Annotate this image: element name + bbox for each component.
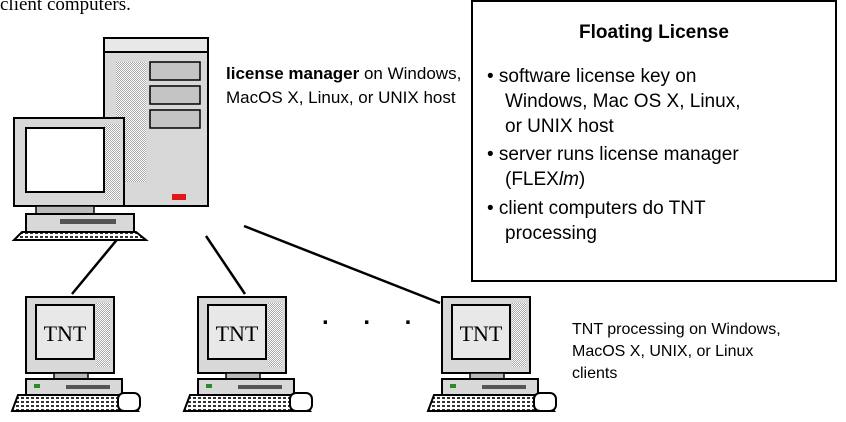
client-screen-label-2: TNT [216, 321, 259, 346]
server-caption-bold: license manager [226, 64, 360, 83]
license-bullet-1-line: • software license key on [487, 66, 697, 87]
connector-line-client-2 [204, 235, 247, 295]
connector-line-client-1 [71, 235, 121, 295]
client-screen-label-1: TNT [44, 321, 87, 346]
server-led [172, 194, 186, 200]
client-computer-icon-2 [183, 296, 313, 412]
connector-line-client-3 [243, 224, 441, 305]
license-bullet-2-line: • server runs license manager [487, 144, 739, 165]
client-computer-icon-3 [427, 296, 557, 412]
more-clients-ellipsis: . . . [322, 303, 426, 330]
server-caption-rest: on Windows, MacOS X, Linux, or UNIX host [226, 64, 462, 107]
license-bullet-1-cont-1: Windows, Mac OS X, Linux, [505, 91, 741, 112]
floating-license-box: Floating License • software license key … [471, 0, 837, 282]
server-caption: license manager on Windows, MacOS X, Lin… [226, 62, 466, 110]
license-bullet-3-cont-1: processing [505, 223, 597, 244]
server-computer-icon [11, 117, 149, 241]
license-box-title: Floating License [579, 22, 729, 43]
license-bullet-1-cont-2: or UNIX host [505, 116, 614, 137]
client-caption: TNT processing on Windows, MacOS X, UNIX… [572, 321, 781, 382]
client-screen-label-3: TNT [460, 321, 503, 346]
license-bullet-3-line: • client computers do TNT [487, 198, 706, 219]
client-computer-icon-1 [11, 296, 141, 412]
license-bullet-2-cont-1: (FLEXlm) [505, 169, 586, 190]
license-bullet-1: • software license key on Windows, Mac O… [487, 64, 740, 139]
intro-text-fragment: client computers. [0, 0, 131, 15]
license-bullet-2: • server runs license manager (FLEXlm) [487, 142, 739, 192]
license-bullet-3: • client computers do TNT processing [487, 196, 706, 246]
